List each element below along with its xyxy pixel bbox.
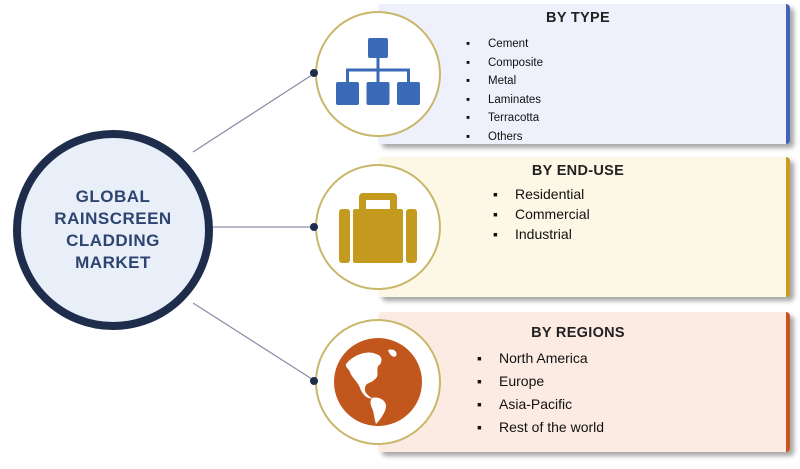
segment-node-regions: [315, 319, 441, 445]
market-hub-circle: GLOBAL RAINSCREEN CLADDING MARKET: [13, 130, 213, 330]
segment-node-end-use: [315, 164, 441, 290]
hub-title-line: MARKET: [75, 253, 151, 272]
list-item: Europe: [477, 370, 604, 393]
connector-type: [192, 72, 316, 153]
list-item: Laminates: [466, 91, 543, 110]
list-item: Metal: [466, 72, 543, 91]
hierarchy-icon: [336, 38, 420, 105]
connector-regions: [192, 302, 316, 382]
list-item: Industrial: [493, 224, 590, 244]
connector-dot: [310, 377, 318, 385]
segment-panel-regions: BY REGIONS North America Europe Asia-Pac…: [378, 312, 790, 452]
hub-title-line: CLADDING: [66, 231, 160, 250]
list-item: Commercial: [493, 204, 590, 224]
segment-list-end-use: Residential Commercial Industrial: [493, 184, 590, 244]
hub-title: GLOBAL RAINSCREEN CLADDING MARKET: [38, 186, 188, 274]
list-item: Cement: [466, 35, 543, 54]
segment-list-type: Cement Composite Metal Laminates Terraco…: [466, 35, 543, 147]
segment-title-type: BY TYPE: [546, 10, 610, 26]
segment-panel-end-use: BY END-USE Residential Commercial Indust…: [378, 157, 790, 297]
segment-title-end-use: BY END-USE: [531, 163, 625, 179]
list-item: North America: [477, 347, 604, 370]
list-item: Terracotta: [466, 109, 543, 128]
segment-title-regions: BY REGIONS: [531, 325, 625, 341]
hub-title-line: RAINSCREEN: [54, 209, 172, 228]
segment-node-type: [315, 11, 441, 137]
list-item: Composite: [466, 54, 543, 73]
list-item: Asia-Pacific: [477, 393, 604, 416]
connector-dot: [310, 223, 318, 231]
connector-dot: [310, 69, 318, 77]
list-item: Others: [466, 128, 543, 147]
segment-list-regions: North America Europe Asia-Pacific Rest o…: [477, 347, 604, 439]
segment-panel-type: BY TYPE Cement Composite Metal Laminates…: [378, 4, 790, 147]
list-item: Rest of the world: [477, 416, 604, 439]
globe-icon: [334, 338, 422, 426]
briefcase-icon: [339, 193, 417, 263]
hub-title-line: GLOBAL: [75, 187, 151, 206]
list-item: Residential: [493, 184, 590, 204]
